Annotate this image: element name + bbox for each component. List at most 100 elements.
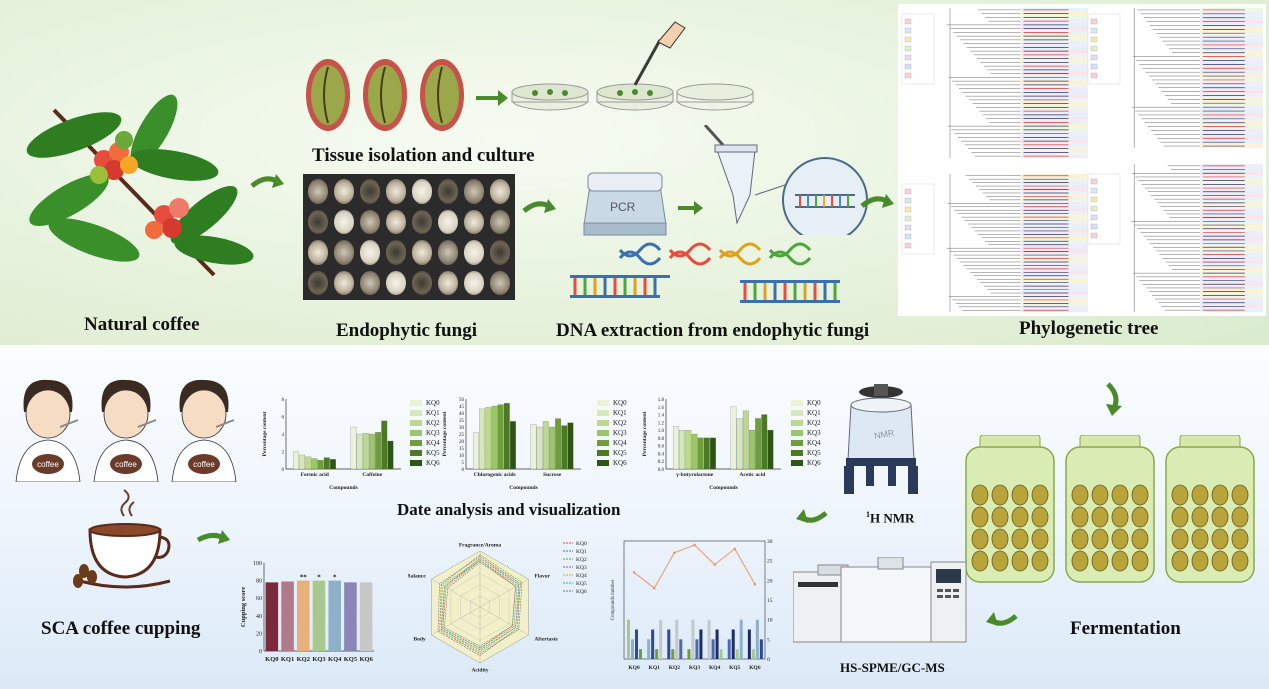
legend-item: KQ3 [597,428,627,438]
y-tick-label: 1.6 [658,406,665,411]
coffee-bean [1011,484,1029,506]
y-tick-label: 5 [462,461,465,466]
coffee-bean [1031,506,1049,528]
fermentation-jars [965,435,1255,583]
bar [356,433,363,470]
tree-legend-swatch [904,197,912,204]
bar [561,425,568,470]
y-tick-label: 0 [282,468,285,473]
legend-swatch [597,440,609,446]
coffee-bean [1091,506,1109,528]
arrow-left-icon [986,612,1018,626]
bar [305,456,312,470]
y-axis-label: Percentage content [642,412,648,457]
category-label: Formic acid [301,472,329,478]
y-axis-label: Percentage content [262,412,268,457]
fermentation-label: Fermentation [1070,618,1181,639]
radar-series [439,554,523,655]
arrow-down-icon [1106,382,1122,416]
tree-legend-swatch [904,18,912,25]
coffee-bean [1031,528,1049,550]
coffee-bean [1011,528,1029,550]
bar [375,432,381,470]
legend-item: KQ6 [410,458,440,468]
bar [715,629,719,659]
legend-item: KQ3 [791,428,821,438]
legend-label: KQ3 [807,429,821,437]
category-label: KQ4 [328,656,342,663]
x-axis-label: Compounds [509,485,537,491]
legend-swatch [791,460,803,466]
y-tick-label: 0.8 [658,437,665,442]
bar [673,426,679,470]
petri-dishes [511,21,754,111]
bar [530,424,537,470]
dna-strands-illustration [570,242,840,303]
legend-swatch [597,400,609,406]
legend-label: KQ6 [576,589,587,595]
tree-legend-swatch [904,233,912,240]
bar [749,430,755,470]
coffee-bean [1091,484,1109,506]
line-point [673,551,676,555]
bar [687,649,691,659]
y-tick-label: 40 [256,614,262,620]
legend-item: KQ6 [791,458,821,468]
y-tick-label: 0.6 [658,445,665,450]
legend-label: KQ2 [613,419,627,427]
significance-label: * [333,574,337,582]
coffee-bean [1131,528,1149,550]
bar [265,582,279,651]
bar [479,408,486,470]
arrow-left-icon [796,509,828,523]
h-nmr-text: H NMR [870,510,915,526]
category-label: KQ1 [281,656,294,663]
h-nmr-label: 1H NMR [866,510,914,526]
legend-item: KQ2 [410,418,440,428]
coffee-bean [1191,550,1209,572]
shirt-text: coffee [115,460,137,469]
arrow-right-icon [678,201,703,215]
radar-series [442,559,518,649]
coffee-bean [1231,528,1249,550]
radar-series [437,556,521,656]
category-label: KQ1 [649,665,661,671]
radar-series [439,558,521,653]
y-tick-label: 1.0 [658,429,665,434]
legend-label: KQ0 [807,399,821,407]
legend-item: KQ0 [410,398,440,408]
tree-legend-swatch [904,188,912,195]
bar [631,639,634,659]
h-nmr-superscript: 1 [866,510,870,519]
legend-swatch [791,430,803,436]
bar [359,582,373,651]
line-point [713,563,716,566]
coffee-bean [971,550,989,572]
y-tick-label: 5 [767,637,770,643]
radar-series [444,561,516,647]
legend-label: KQ2 [807,419,821,427]
category-label: KQ0 [628,665,640,671]
y-tick-label: 10 [459,454,465,459]
y-tick-label: 20 [459,440,465,445]
y-tick-label: 15 [459,447,465,452]
legend-swatch [791,410,803,416]
coffee-bean [1031,550,1049,572]
coffee-bean [1231,550,1249,572]
legend-swatch [791,450,803,456]
tree-legend-swatch [904,224,912,231]
y-tick-label: 45 [459,405,465,410]
coffee-bean [1091,528,1109,550]
dna-extraction-label: DNA extraction from endophytic fungi [556,320,870,341]
tree-legend-swatch [1090,232,1098,239]
legend-swatch [597,450,609,456]
tree-legend-swatch [1090,187,1098,194]
legend-label: KQ2 [426,419,440,427]
fungi-culture-photo [303,174,515,300]
legend-swatch [410,400,422,406]
bar [473,432,479,470]
coffee-bean [1191,528,1209,550]
coffee-bean [1011,550,1029,572]
